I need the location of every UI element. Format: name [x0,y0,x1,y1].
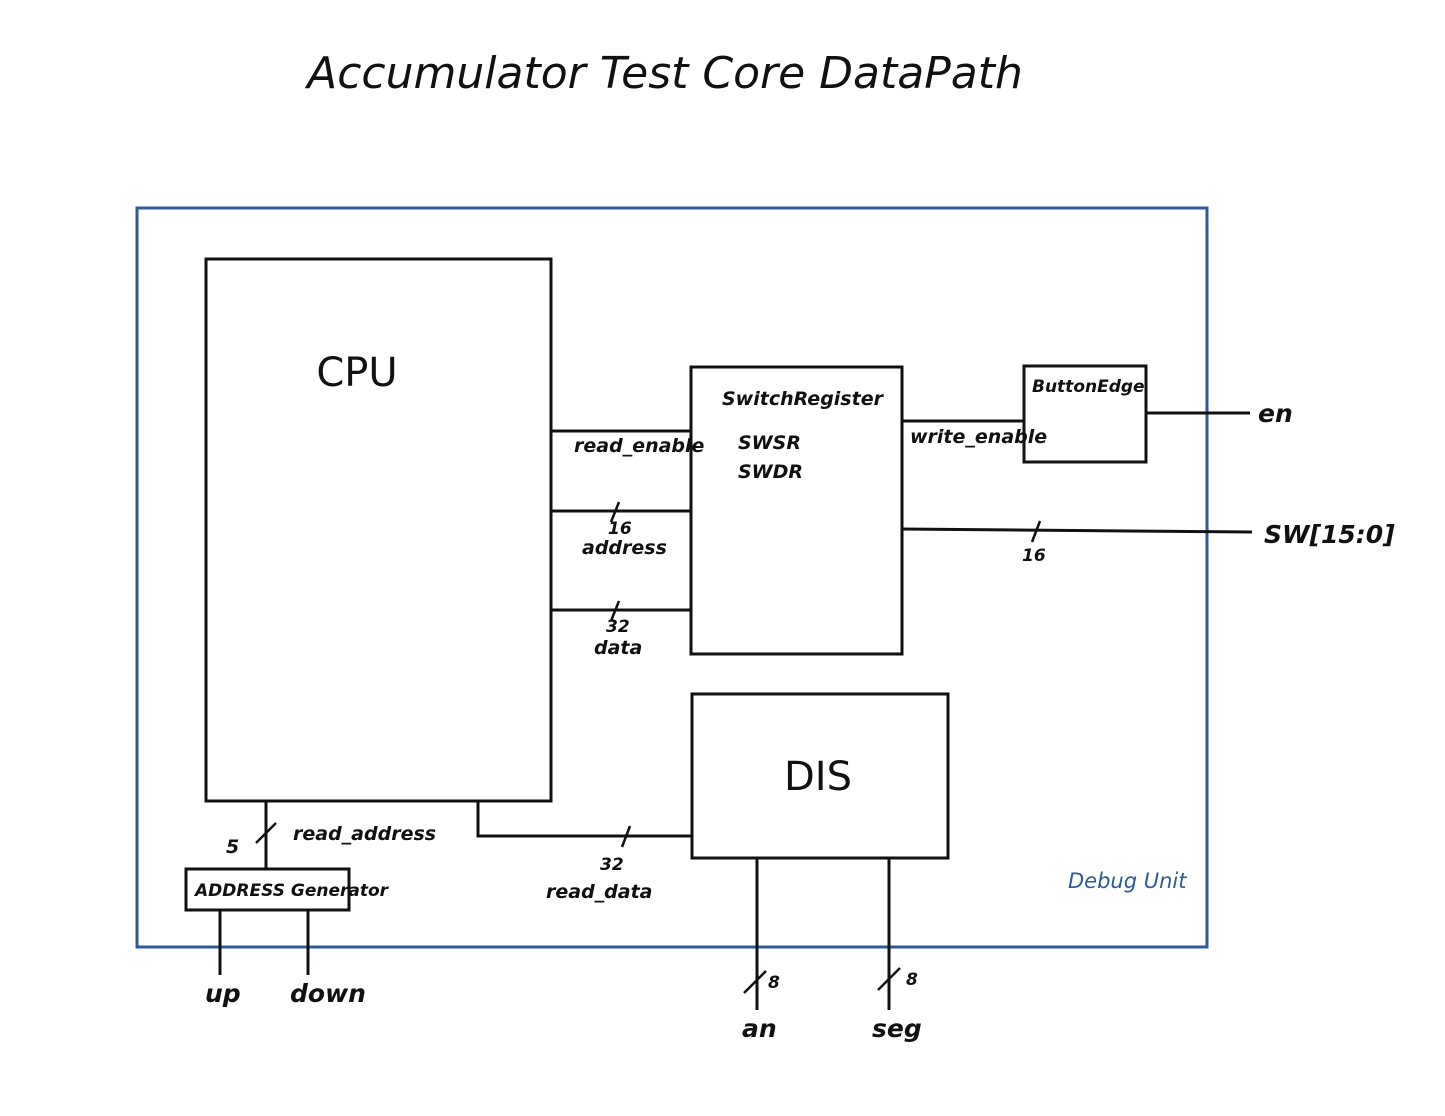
dis-block [690,692,950,860]
seg-port-label: seg [872,1014,922,1043]
read-data-width-label: 32 [600,855,624,875]
down-port-label: down [290,979,366,1008]
data-label: data [594,637,642,659]
address-label: address [582,537,667,559]
debug-unit-frame [135,206,1209,949]
read-data-wire [476,801,692,838]
an-bus-tick [743,970,767,994]
up-port-label: up [205,979,241,1008]
sw-width-label: 16 [1022,546,1046,566]
dis-label: DIS [784,754,852,800]
read-address-label: read_address [293,823,436,845]
read-data-label: read_data [546,881,653,903]
seg-bus-tick [877,967,901,991]
debug-unit-label: Debug Unit [1068,869,1187,893]
cpu-label: CPU [316,350,397,396]
read-address-width-label: 5 [226,836,239,858]
read-address-bus-tick [255,822,277,844]
cpu-block [204,257,553,803]
sw-port-label: SW[15:0] [1264,520,1395,549]
seg-width-label: 8 [906,970,918,990]
read-data-bus-tick [620,825,632,848]
address-bus-tick [609,501,621,523]
switch-register-label: SwitchRegister [722,388,885,410]
read-enable-label: read_enable [574,435,705,457]
sw-bus-tick [1030,520,1042,543]
an-port-label: an [742,1014,777,1043]
sw-wire [901,527,1253,534]
swdr-label: SWDR [738,461,803,483]
address-generator-label: ADDRESS Generator [193,881,390,901]
data-bus-tick [609,600,621,622]
diagram-title: Accumulator Test Core DataPath [304,48,1023,99]
en-port-label: en [1258,399,1293,428]
write-enable-label: write_enable [910,426,1047,448]
swsr-label: SWSR [738,432,801,454]
button-edge-label: ButtonEdge [1032,377,1145,397]
an-width-label: 8 [768,973,780,993]
switch-register-block [689,365,904,656]
data-width-label: 32 [606,617,630,637]
address-width-label: 16 [608,519,632,539]
